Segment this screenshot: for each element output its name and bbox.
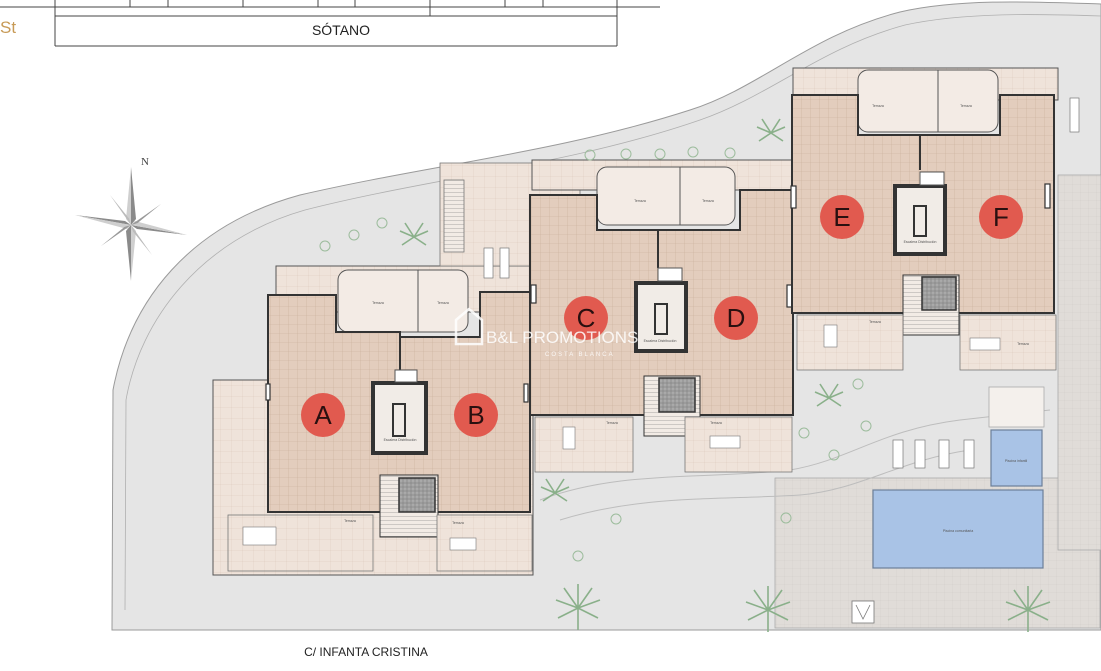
community-pool: Piscina comunitaria — [872, 489, 1044, 569]
unit-marker-b[interactable]: B — [454, 393, 498, 437]
shrubs — [319, 146, 872, 562]
room-note: Terraza — [869, 320, 881, 324]
terrace-ab-top — [337, 269, 469, 333]
room-note: Escalera Distribución — [904, 240, 937, 244]
unit-label-c: C — [577, 303, 596, 333]
unit-marker-f[interactable]: F — [979, 195, 1023, 239]
pool-label: Piscina comunitaria — [943, 529, 973, 533]
room-note: Terraza — [710, 421, 722, 425]
unit-label-a: A — [314, 400, 332, 430]
room-note: Escalera Distribución — [384, 438, 417, 442]
room-note: Terraza — [702, 199, 714, 203]
room-note: Escalera Distribución — [644, 339, 677, 343]
watermark-subtext: COSTA BLANCA — [545, 352, 615, 358]
unit-label-d: D — [727, 303, 746, 333]
stair-core-cd — [634, 281, 688, 353]
unit-label-b: B — [467, 400, 484, 430]
stair-core-ab — [371, 381, 428, 455]
room-note: Terraza — [634, 199, 646, 203]
sun-loungers — [483, 97, 1080, 469]
unit-marker-e[interactable]: E — [820, 195, 864, 239]
room-note: Terraza — [1017, 342, 1029, 346]
watermark-text: B&L PROMOTIONS — [486, 328, 638, 347]
building-cd: Terraza Terraza Escalera Distribución Te… — [439, 159, 794, 473]
compass-rose-icon: N — [75, 156, 187, 281]
unit-label-e: E — [833, 202, 850, 232]
room-note: Terraza — [344, 519, 356, 523]
right-walkway — [1057, 174, 1101, 551]
unit-marker-c[interactable]: C — [564, 296, 608, 340]
unit-marker-a[interactable]: A — [301, 393, 345, 437]
room-note: Terraza — [960, 104, 972, 108]
basement-section-header: SÓTANO St — [0, 0, 660, 47]
kids-pool: Piscina infantil — [990, 429, 1043, 487]
room-note: Terraza — [452, 521, 464, 525]
watermark: B&L PROMOTIONS COSTA BLANCA — [454, 307, 638, 358]
corner-mark: St — [0, 18, 16, 37]
pool-shower-area — [988, 386, 1045, 428]
building-ef: Terraza Terraza Escalera Distribución Te… — [790, 67, 1059, 371]
room-note: Terraza — [606, 421, 618, 425]
unit-marker-d[interactable]: D — [714, 296, 758, 340]
unit-label-f: F — [993, 202, 1009, 232]
room-note: Terraza — [872, 104, 884, 108]
unit-markers: A B C D E F — [301, 195, 1023, 437]
north-label: N — [141, 156, 149, 168]
room-note: Terraza — [372, 301, 384, 305]
garden-path — [559, 449, 971, 521]
street-label: C/ INFANTA CRISTINA — [304, 645, 428, 659]
pool-label: Piscina infantil — [1005, 459, 1028, 463]
level-label: SÓTANO — [312, 22, 370, 38]
palm-trees — [399, 118, 1051, 632]
gate-symbol — [851, 600, 875, 624]
stair-core-ef — [893, 184, 947, 256]
room-note: Terraza — [437, 301, 449, 305]
